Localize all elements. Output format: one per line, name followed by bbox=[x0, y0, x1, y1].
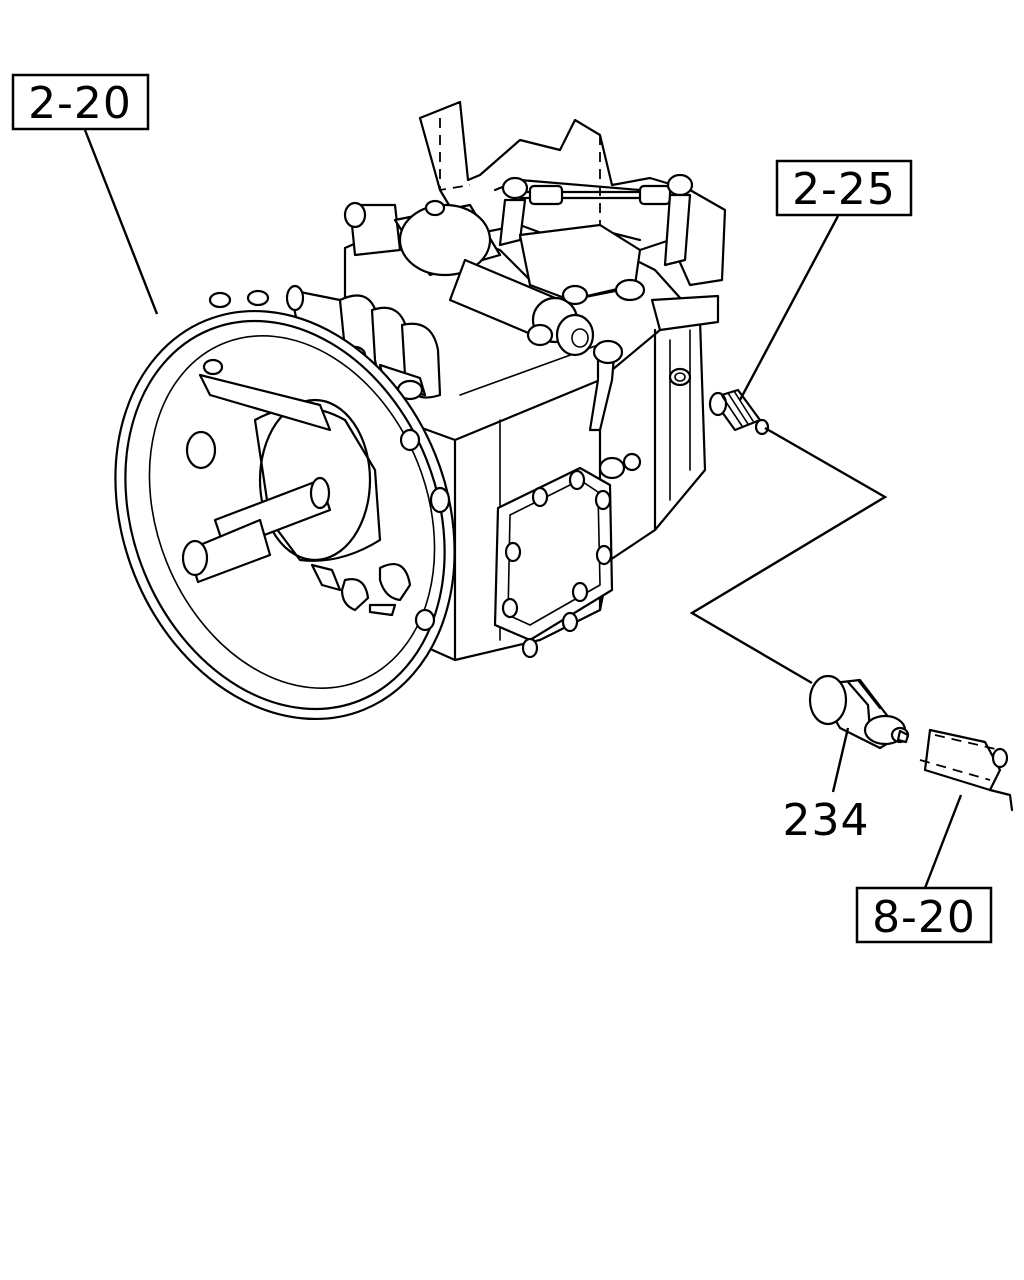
callout-text: 2-25 bbox=[792, 164, 896, 215]
callout-text: 2-20 bbox=[28, 78, 132, 129]
mounting-bracket bbox=[919, 728, 1014, 812]
connection-line bbox=[689, 426, 888, 685]
part-234-switch bbox=[808, 674, 910, 750]
leader-8-20 bbox=[923, 794, 963, 889]
callout-box bbox=[775, 159, 913, 217]
bell-housing-flange bbox=[114, 289, 456, 721]
callout-8-20[interactable]: 8-20 bbox=[855, 886, 993, 944]
callout-box bbox=[11, 73, 150, 131]
side-cover-plate bbox=[493, 452, 642, 659]
callout-2-25[interactable]: 2-25 bbox=[775, 159, 913, 217]
part-number-text: 234 bbox=[783, 795, 870, 846]
shift-cover bbox=[418, 100, 727, 302]
transmission-assembly bbox=[114, 100, 727, 721]
part-number-234[interactable]: 234 bbox=[783, 795, 870, 846]
callout-box bbox=[855, 886, 993, 944]
leader-234 bbox=[831, 727, 850, 793]
leader-2-25 bbox=[738, 215, 840, 401]
callout-text: 8-20 bbox=[872, 892, 976, 943]
leader-2-20 bbox=[83, 129, 159, 315]
speed-sensor-plug bbox=[708, 388, 770, 436]
callout-2-20[interactable]: 2-20 bbox=[11, 73, 150, 131]
top-bosses bbox=[343, 199, 624, 432]
leader-lines bbox=[83, 129, 963, 889]
